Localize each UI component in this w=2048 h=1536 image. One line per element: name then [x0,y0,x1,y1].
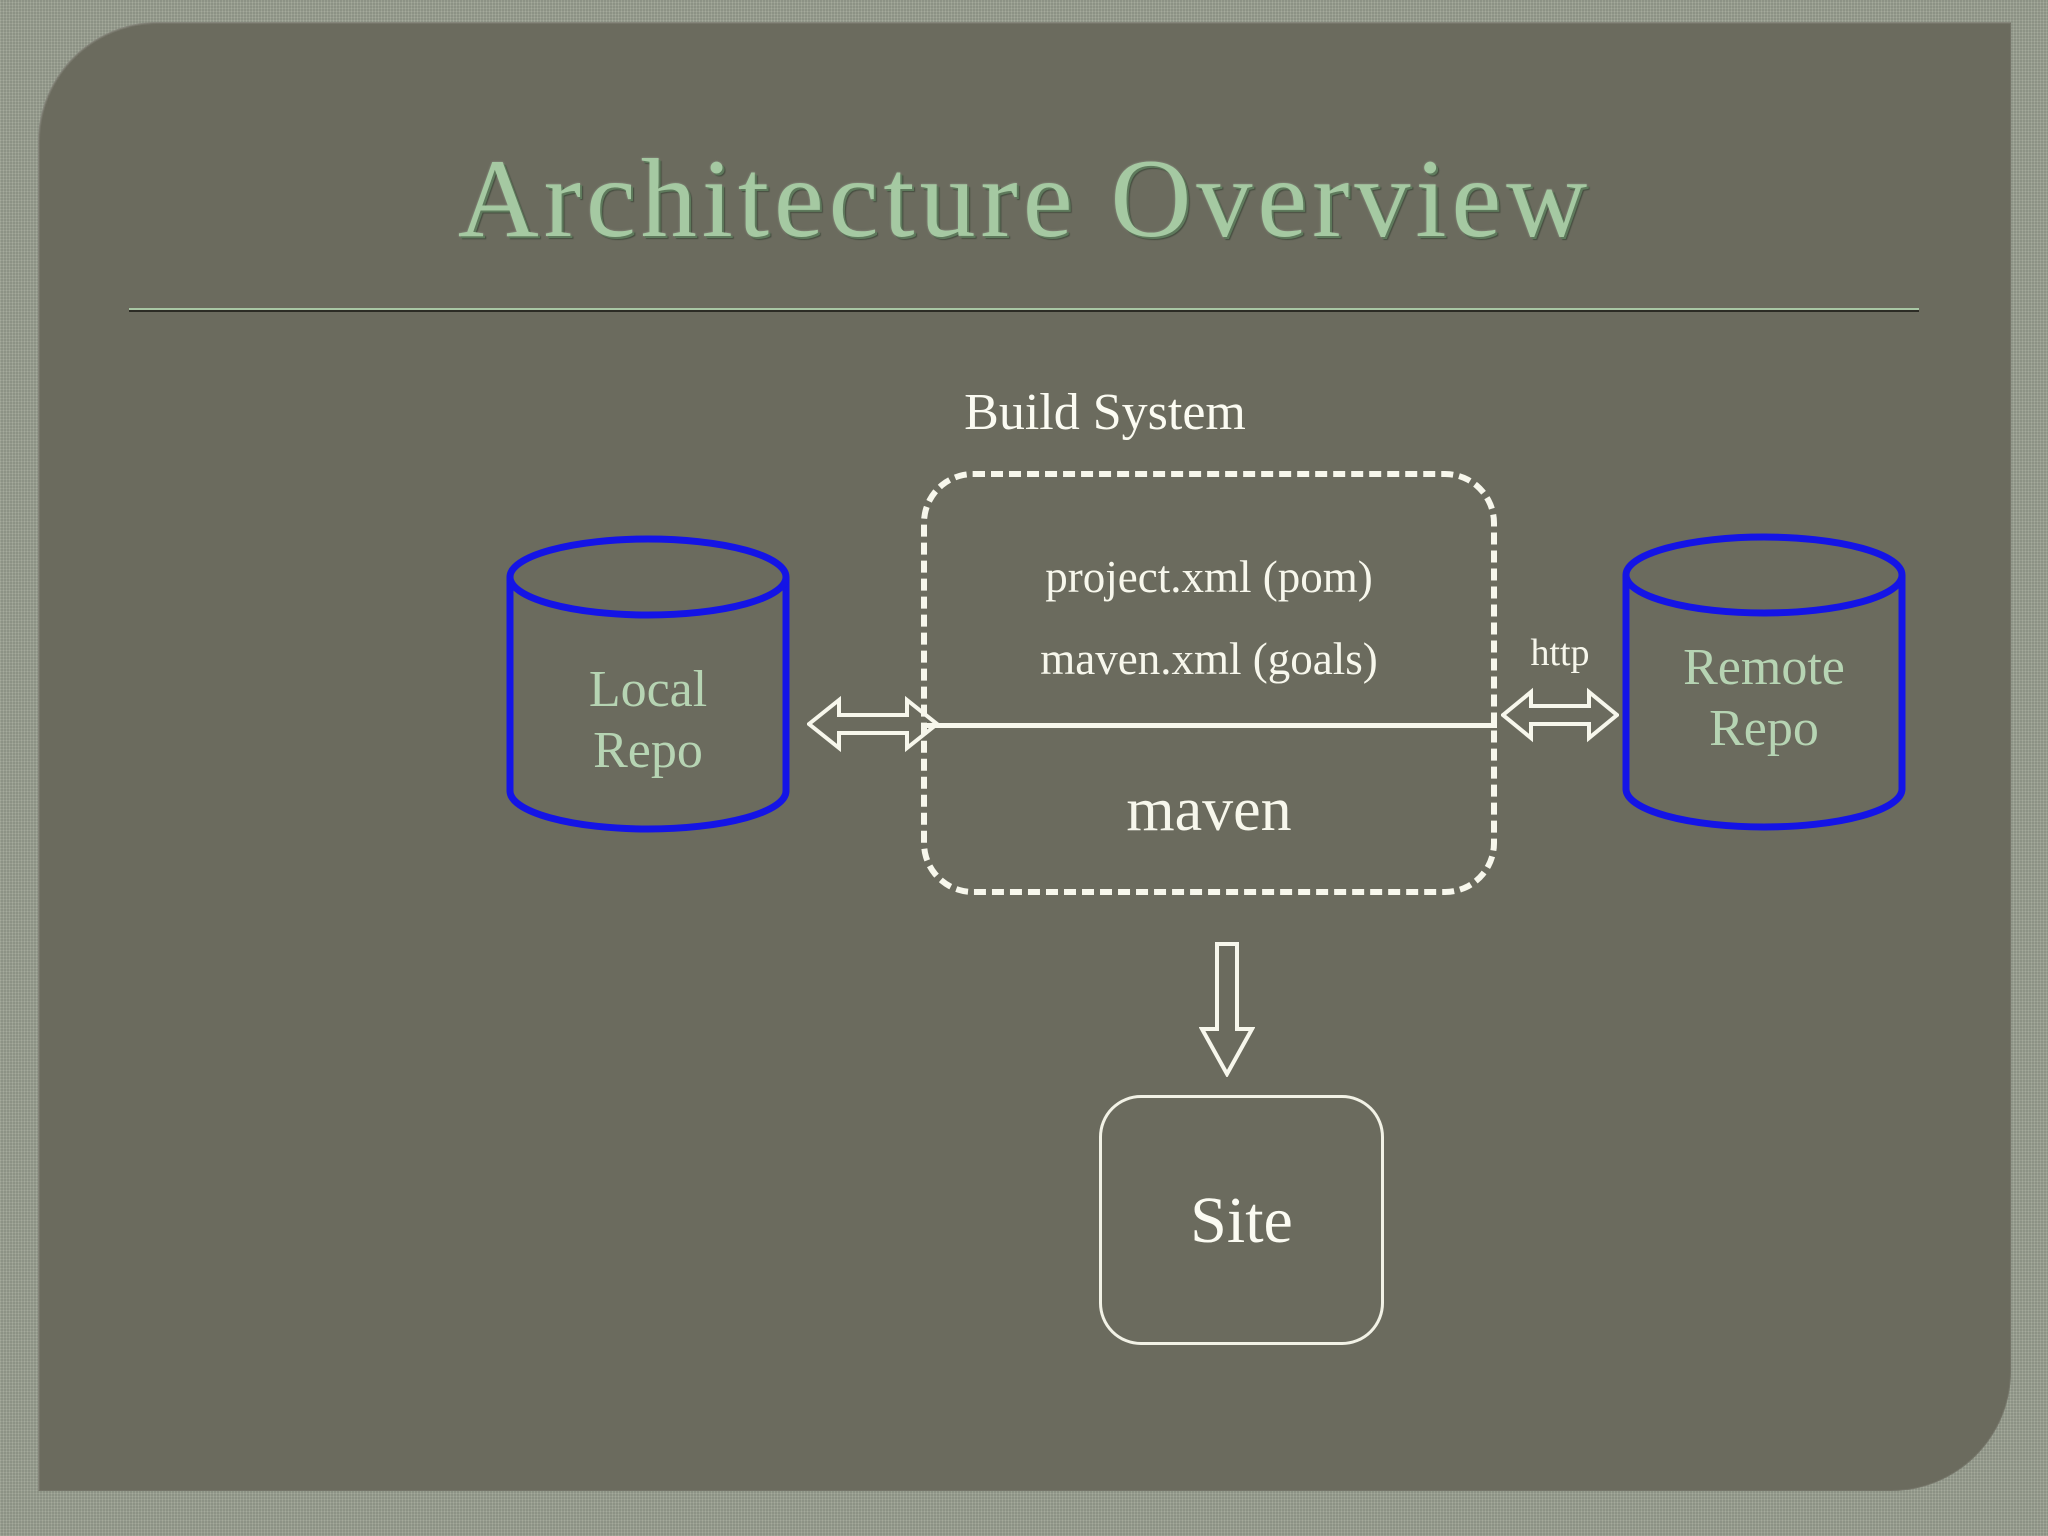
slide-canvas: Architecture Overview Build System proje… [38,22,2011,1491]
remote-repo-link-arrow [1501,687,1619,743]
title-divider-rule [129,308,1919,312]
site-box [1099,1095,1384,1345]
build-system-divider [921,723,1497,728]
site-label: Site [1190,1184,1293,1257]
build-line-goals: maven.xml (goals) [1040,634,1378,684]
site-link-arrow [1199,941,1255,1077]
build-line-maven: maven [1126,776,1292,844]
build-system-box [921,471,1497,895]
page-title: Architecture Overview [457,137,1593,261]
arrow-down-icon [1199,942,1255,1077]
local-repo-link-arrow [807,695,939,753]
remote-repo-cylinder: Remote Repo [1621,533,1907,831]
http-link-label: http [1530,632,1590,674]
double-arrow-horizontal-icon [1501,687,1619,743]
cylinder-shape-icon [1622,533,1906,831]
build-line-pom: project.xml (pom) [1045,552,1373,602]
build-system-caption: Build System [964,384,1246,441]
local-repo-cylinder: Local Repo [505,535,791,833]
cylinder-shape-icon [506,535,790,833]
page-title-block: Architecture Overview [39,143,2011,255]
double-arrow-horizontal-icon [807,695,939,753]
